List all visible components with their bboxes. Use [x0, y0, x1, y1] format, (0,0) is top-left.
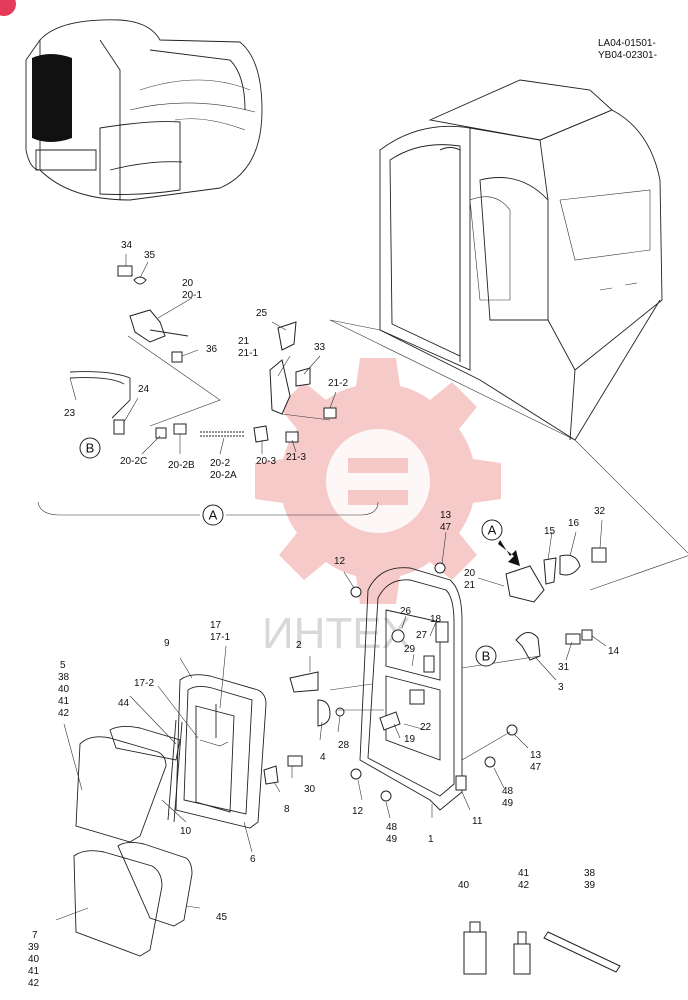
leader-lines	[55, 254, 607, 921]
label-40-left: 40	[58, 684, 70, 695]
label-11: 11	[472, 816, 483, 827]
consumables	[463, 921, 621, 975]
label-21-2: 21-2	[328, 378, 348, 389]
label-10: 10	[180, 826, 192, 837]
svg-text:A: A	[209, 508, 218, 523]
label-1: 1	[428, 834, 434, 845]
label-28: 28	[338, 740, 350, 751]
label-5: 5	[60, 660, 66, 671]
label-16: 16	[568, 518, 580, 529]
page-marker-icon	[0, 0, 16, 16]
svg-text:B: B	[482, 649, 491, 664]
label-32: 32	[594, 506, 606, 517]
label-13-top: 13	[440, 510, 452, 521]
svg-text:B: B	[86, 441, 95, 456]
label-17-1: 17-1	[210, 632, 230, 643]
callout-B-lock[interactable]: B	[79, 437, 101, 459]
label-29: 29	[404, 644, 416, 655]
label-25: 25	[256, 308, 268, 319]
label-20-2A: 20-2A	[210, 470, 237, 481]
label-34: 34	[121, 240, 133, 251]
label-7: 7	[32, 930, 38, 941]
label-21-1: 21-1	[238, 348, 258, 359]
svg-text:A: A	[488, 523, 497, 538]
label-49-right: 49	[502, 798, 514, 809]
label-21: 21	[238, 336, 250, 347]
callout-B-door[interactable]: B	[475, 645, 497, 667]
label-17: 17	[210, 620, 222, 631]
label-47-top: 47	[440, 522, 452, 533]
label-20-3: 20-3	[256, 456, 276, 467]
label-13-right: 13	[530, 750, 542, 761]
label-20: 20	[182, 278, 194, 289]
label-20-2: 20-2	[210, 458, 230, 469]
label-48-bottom: 48	[386, 822, 398, 833]
label-4: 4	[320, 752, 326, 763]
label-12-top: 12	[334, 556, 346, 567]
label-12-bottom: 12	[352, 806, 364, 817]
label-22: 22	[420, 722, 432, 733]
label-31: 31	[558, 662, 570, 673]
label-44: 44	[118, 698, 130, 709]
watermark-text: ИНТЕХ	[262, 609, 411, 658]
label-38-strip: 38	[584, 868, 596, 879]
watermark-logo: ИНТЕХ	[255, 358, 501, 658]
label-39-left: 39	[28, 942, 40, 953]
callout-A-detail[interactable]: A	[481, 519, 503, 541]
label-14: 14	[608, 646, 620, 657]
label-27: 27	[416, 630, 428, 641]
label-15: 15	[544, 526, 556, 537]
label-8: 8	[284, 804, 290, 815]
label-26: 26	[400, 606, 412, 617]
cab-frame	[379, 79, 663, 441]
label-9: 9	[164, 638, 170, 649]
label-48-right: 48	[502, 786, 514, 797]
callout-A-bottom[interactable]: A	[202, 504, 224, 526]
label-39-strip: 39	[584, 880, 596, 891]
label-24: 24	[138, 384, 150, 395]
cab-door-highlight	[32, 54, 72, 142]
lock-assembly-a	[69, 265, 337, 443]
label-40-bottom: 40	[28, 954, 40, 965]
label-42-tube: 42	[518, 880, 530, 891]
label-33: 33	[314, 342, 326, 353]
label-36: 36	[206, 344, 218, 355]
label-3: 3	[558, 682, 564, 693]
label-20-2B: 20-2B	[168, 460, 195, 471]
label-21-door: 21	[464, 580, 476, 591]
label-40-bottle: 40	[458, 880, 470, 891]
label-23: 23	[64, 408, 76, 419]
label-35: 35	[144, 250, 156, 261]
label-17-2: 17-2	[134, 678, 154, 689]
label-20-door: 20	[464, 568, 476, 579]
label-18: 18	[430, 614, 442, 625]
label-41-bottom: 41	[28, 966, 40, 977]
label-42-bottom: 42	[28, 978, 40, 989]
part-labels: 34 35 20 20-1 36 25 21 21-1 33 21-2 24 2…	[28, 240, 620, 989]
label-49-bottom: 49	[386, 834, 398, 845]
label-41-left: 41	[58, 696, 70, 707]
label-45: 45	[216, 912, 228, 923]
serial-1: LA04-01501-	[598, 38, 656, 49]
label-19: 19	[404, 734, 416, 745]
label-42-left: 42	[58, 708, 70, 719]
arrow-icon	[498, 540, 520, 566]
label-20-1: 20-1	[182, 290, 202, 301]
label-20-2C: 20-2C	[120, 456, 147, 467]
label-6: 6	[250, 854, 256, 865]
label-38-left: 38	[58, 672, 70, 683]
machine-thumbnail	[25, 19, 263, 201]
window-glass-parts	[73, 674, 303, 957]
label-41-tube: 41	[518, 868, 530, 879]
label-47-right: 47	[530, 762, 542, 773]
label-21-3: 21-3	[286, 452, 306, 463]
serial-2: YB04-02301-	[598, 50, 657, 61]
label-30: 30	[304, 784, 316, 795]
latch-cluster	[498, 540, 607, 603]
label-2: 2	[296, 640, 302, 651]
door-assembly	[289, 562, 593, 811]
